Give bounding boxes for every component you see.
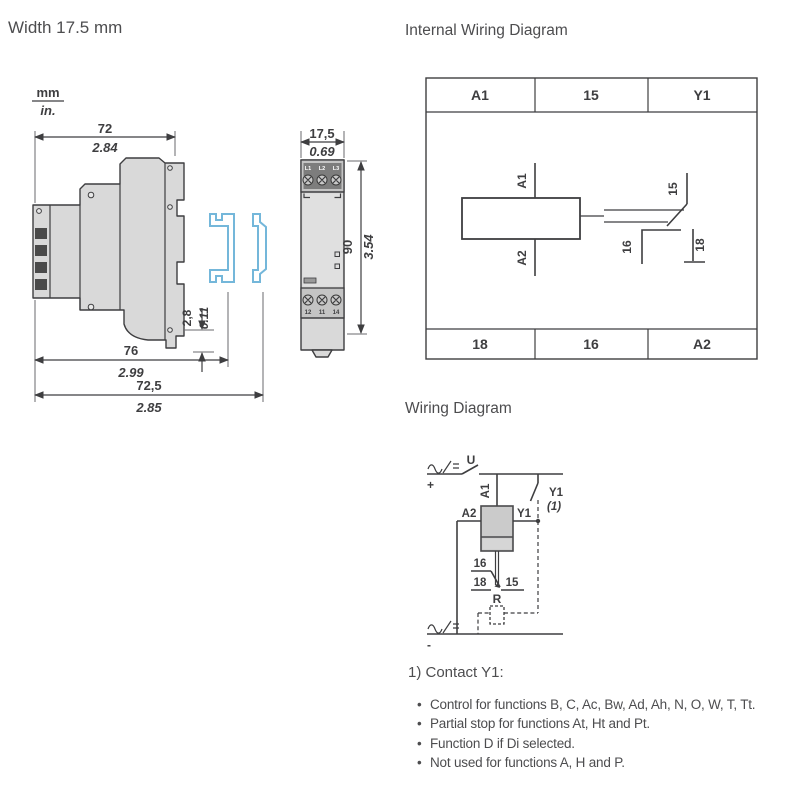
din-rail-left-bracket	[209, 213, 235, 283]
relay-coil: A1 A2	[461, 163, 581, 276]
dim-side-depth2: 72,5 2.85	[34, 292, 264, 415]
wiring-y1-terminal-label: Y1	[517, 508, 532, 520]
dim-front-height-in: 3.54	[361, 234, 376, 260]
internal-wiring-title: Internal Wiring Diagram	[405, 22, 568, 39]
din-rail-section	[209, 213, 267, 283]
y1-contact-label: Y1	[549, 487, 564, 499]
footnote-bullet-4: Not used for functions A, H and P.	[417, 753, 798, 773]
dim-front-height: 90 3.54	[340, 160, 376, 335]
int-coil-a2-label: A2	[515, 250, 529, 266]
dim-side-depth1-in: 2.99	[117, 365, 144, 380]
footnote-bullet-3: Function D if Di selected.	[417, 734, 798, 754]
unit-legend: mm in.	[32, 85, 64, 118]
side-view	[32, 157, 185, 349]
changeover-contact: 15 16 18	[580, 173, 707, 264]
wiring-18-label: 18	[474, 577, 487, 589]
unit-mm-label: mm	[36, 85, 59, 100]
wiring-title: Wiring Diagram	[405, 400, 512, 417]
dim-side-width: 72 2.84	[34, 121, 176, 203]
connector-teeth	[35, 228, 47, 290]
dim-side-offset-in: 0.11	[197, 306, 211, 329]
ac-dc-supply-icon	[427, 460, 459, 474]
ac-dc-supply-icon-bottom	[427, 620, 460, 634]
internal-wiring-diagram: A1 15 Y1 18 16 A2 A1 A2 15 16 18	[425, 77, 758, 360]
footnote: 1) Contact Y1: Control for functions B, …	[408, 664, 798, 772]
dim-front-width: 17,5 0.69	[300, 126, 345, 159]
front-bottom-screws	[302, 294, 342, 306]
switch-u-label: U	[467, 453, 476, 467]
supply-plus-label: +	[427, 478, 434, 492]
int-contact-15-label: 15	[666, 182, 680, 196]
int-contact-16-label: 16	[620, 240, 634, 254]
din-rail-right-bracket	[252, 213, 267, 283]
int-bottom-terminal-a2: A2	[693, 336, 711, 352]
supply-switch: U	[427, 453, 563, 475]
dim-side-depth2-in: 2.85	[135, 400, 162, 415]
relay-body	[480, 505, 514, 552]
int-bottom-terminal-18: 18	[472, 336, 488, 352]
wiring-a1-label: A1	[480, 483, 492, 498]
footnote-list: Control for functions B, C, Ac, Bw, Ad, …	[408, 695, 798, 772]
front-terminal-l1: L1	[305, 166, 311, 172]
dim-side-offset-mm: 2,8	[180, 309, 194, 326]
dim-side-width-in: 2.84	[91, 140, 118, 155]
dim-front-width-mm: 17,5	[309, 126, 334, 141]
supply-minus-label: -	[427, 638, 431, 652]
wiring-16-label: 16	[474, 558, 487, 570]
unit-in-label: in.	[40, 103, 55, 118]
dim-front-width-in: 0.69	[309, 144, 335, 159]
front-top-screws	[302, 174, 342, 186]
page-title: Width 17.5 mm	[8, 18, 123, 37]
wiring-diagram: + - U A1 A2 Y1 Y1 (1)	[427, 453, 564, 652]
front-terminal-12: 12	[305, 310, 312, 316]
front-view: L1 L2 L3 12 11 14	[300, 159, 345, 358]
front-terminal-11: 11	[319, 310, 326, 316]
int-contact-18-label: 18	[693, 238, 707, 252]
output-contact: 16 18 15 R	[471, 551, 524, 606]
int-top-terminal-a1: A1	[471, 87, 489, 103]
front-terminal-14: 14	[333, 310, 340, 316]
dimension-drawing: mm in.	[32, 85, 376, 415]
dim-side-depth2-mm: 72,5	[136, 378, 161, 393]
dim-side-width-mm: 72	[98, 121, 112, 136]
dim-side-offset: 2,8 0.11	[180, 306, 214, 372]
wiring-r-label: R	[493, 592, 502, 606]
remote-contact-dashed	[477, 605, 538, 634]
footnote-bullet-1: Control for functions B, C, Ac, Bw, Ad, …	[417, 695, 798, 715]
int-bottom-terminal-16: 16	[583, 336, 599, 352]
front-terminal-l2: L2	[319, 166, 325, 172]
int-top-terminal-y1: Y1	[693, 87, 710, 103]
int-top-terminal-15: 15	[583, 87, 599, 103]
dim-front-height-mm: 90	[340, 240, 355, 254]
dim-side-depth1-mm: 76	[124, 343, 138, 358]
y1-external-contact: Y1 (1)	[529, 474, 564, 613]
int-coil-a1-label: A1	[515, 173, 529, 189]
y1-footnote-ref: (1)	[547, 501, 561, 513]
wiring-a2-label: A2	[462, 508, 477, 520]
wiring-15-label: 15	[506, 577, 519, 589]
front-terminal-l3: L3	[333, 166, 339, 172]
footnote-bullet-2: Partial stop for functions At, Ht and Pt…	[417, 714, 798, 734]
dim-side-depth1: 76 2.99	[34, 292, 229, 380]
footnote-heading: 1) Contact Y1:	[408, 664, 504, 681]
